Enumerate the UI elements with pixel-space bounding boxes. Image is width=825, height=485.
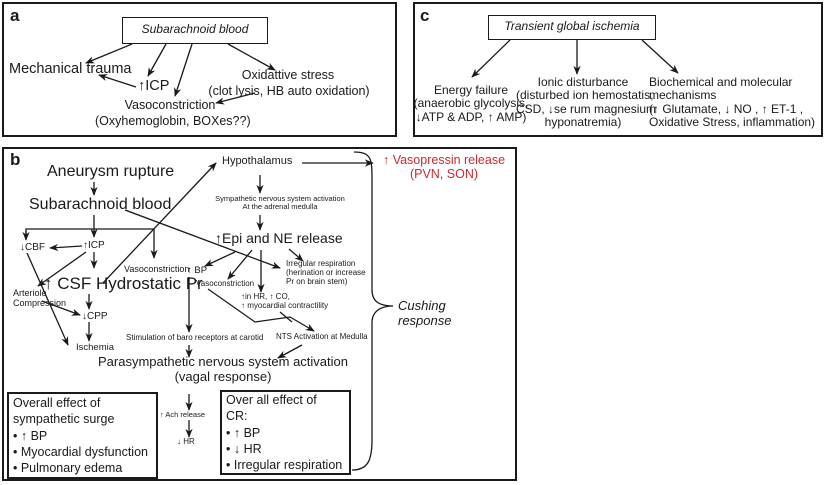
cushing-brace (351, 151, 394, 471)
panel-a-root-box (122, 17, 268, 44)
arrow-icp-arteriole (37, 251, 87, 287)
baroreceptor-stimulation: Stimulation of baro receptors at carotid (126, 333, 264, 342)
panel-c-label: c (420, 6, 430, 25)
panel-c (413, 2, 823, 137)
arrow-epi-vaso (227, 249, 253, 280)
energy-failure: Energy failure (anaerobic glycolysis, ↓A… (413, 83, 529, 124)
hr-co-increase: ↑in HR, ↑ CO, ↑ myocardial contractility (241, 292, 329, 310)
aneurysm-rupture: Aneurysm rupture (47, 163, 175, 180)
arrow-c-energy (471, 39, 511, 78)
panel-c-root-box (488, 15, 656, 40)
vasopressin-release: ↑ Vasopressin release (PVN, SON) (382, 153, 506, 181)
epi-ne-release: ↑Epi and NE release (215, 230, 343, 246)
arrow-a-oxid (227, 43, 276, 71)
panel-a-icp: ↑ICP (138, 78, 170, 94)
arrow-icp-cbf (49, 243, 83, 252)
arrow-epi-bp (204, 251, 236, 267)
biochemical-mechanisms: Biochemical and molecular mechanisms (↑ … (649, 75, 816, 130)
sah-branch-line (25, 228, 158, 259)
panel-c-root: Transient global ischemia (504, 19, 640, 33)
arrow-nts-parasymp (277, 344, 303, 359)
panel-b (2, 147, 517, 481)
arrow-sah-irregular (124, 209, 281, 269)
panel-b-subarachnoid-blood: Subarachnoid blood (29, 196, 172, 213)
panel-b-icp: ↑ICP (83, 240, 105, 251)
arrow-epi-irregular (288, 248, 304, 262)
arrow-a-trauma (85, 43, 133, 64)
sympathetic-activation: Sympathetic nervous system activation At… (215, 194, 345, 212)
ach-release: ↑ Ach release (160, 410, 206, 419)
mechanical-trauma: Mechanical trauma (9, 61, 132, 77)
arrow-c-biochem (641, 39, 679, 74)
nts-activation: NTS Activation at Medulla (276, 332, 368, 341)
panel-a-vasoconstriction: Vasoconstriction (124, 98, 216, 112)
cbf: ↓CBF (20, 242, 45, 253)
bp: ↑ BP (187, 265, 208, 276)
cr-effect-box (220, 390, 351, 475)
arteriole-compression: Arteriole Compression (13, 288, 67, 309)
sympathetic-surge-content: Overall effect of sympathetic surge • ↑ … (13, 396, 148, 476)
panel-a-root: Subarachnoid blood (141, 22, 249, 36)
arrow-arteriole-cpp (41, 300, 81, 316)
arrow-cbf-ischemia (26, 252, 69, 346)
panel-b-label: b (10, 150, 21, 169)
cushing-response: Cushing response (398, 298, 452, 328)
oxidative-stress: Oxidattive stress (241, 68, 335, 82)
arrow-a-icp-trauma (98, 74, 137, 88)
csf-hydrostatic-pr: ↑ CSF Hydrostatic Pr (44, 274, 203, 293)
ionic-disturbance: Ionic disturbance (disturbed ion hemosta… (516, 75, 657, 130)
panel-a-vasoconstriction-detail: (Oxyhemoglobin, BOXes??) (95, 114, 251, 128)
vasoconstriction-left: Vasoconstriction (124, 264, 190, 274)
irregular-respiration: Irregular respiration (herination or inc… (286, 259, 366, 286)
vasoconstriction-right: Vasoconstriction (196, 279, 255, 288)
panel-a (2, 2, 397, 137)
ischemia: Ischemia (76, 342, 115, 353)
cr-effect-content: Over all effect of CR: • ↑ BP • ↓ HR • I… (226, 393, 343, 473)
panel-a-label: a (10, 6, 20, 25)
arrow-a-oxid-vaso (215, 92, 256, 105)
hr-decrease: ↓ HR (177, 437, 195, 446)
arrow-vaso-nts (207, 288, 315, 332)
sympathetic-surge-box (7, 392, 158, 479)
hypothalamus: Hypothalamus (222, 155, 293, 167)
arrow-hr-nts (279, 311, 293, 323)
cpp: ↓CPP (82, 311, 108, 322)
arrow-a-vaso (174, 43, 193, 97)
arrow-a-icp (147, 43, 167, 77)
